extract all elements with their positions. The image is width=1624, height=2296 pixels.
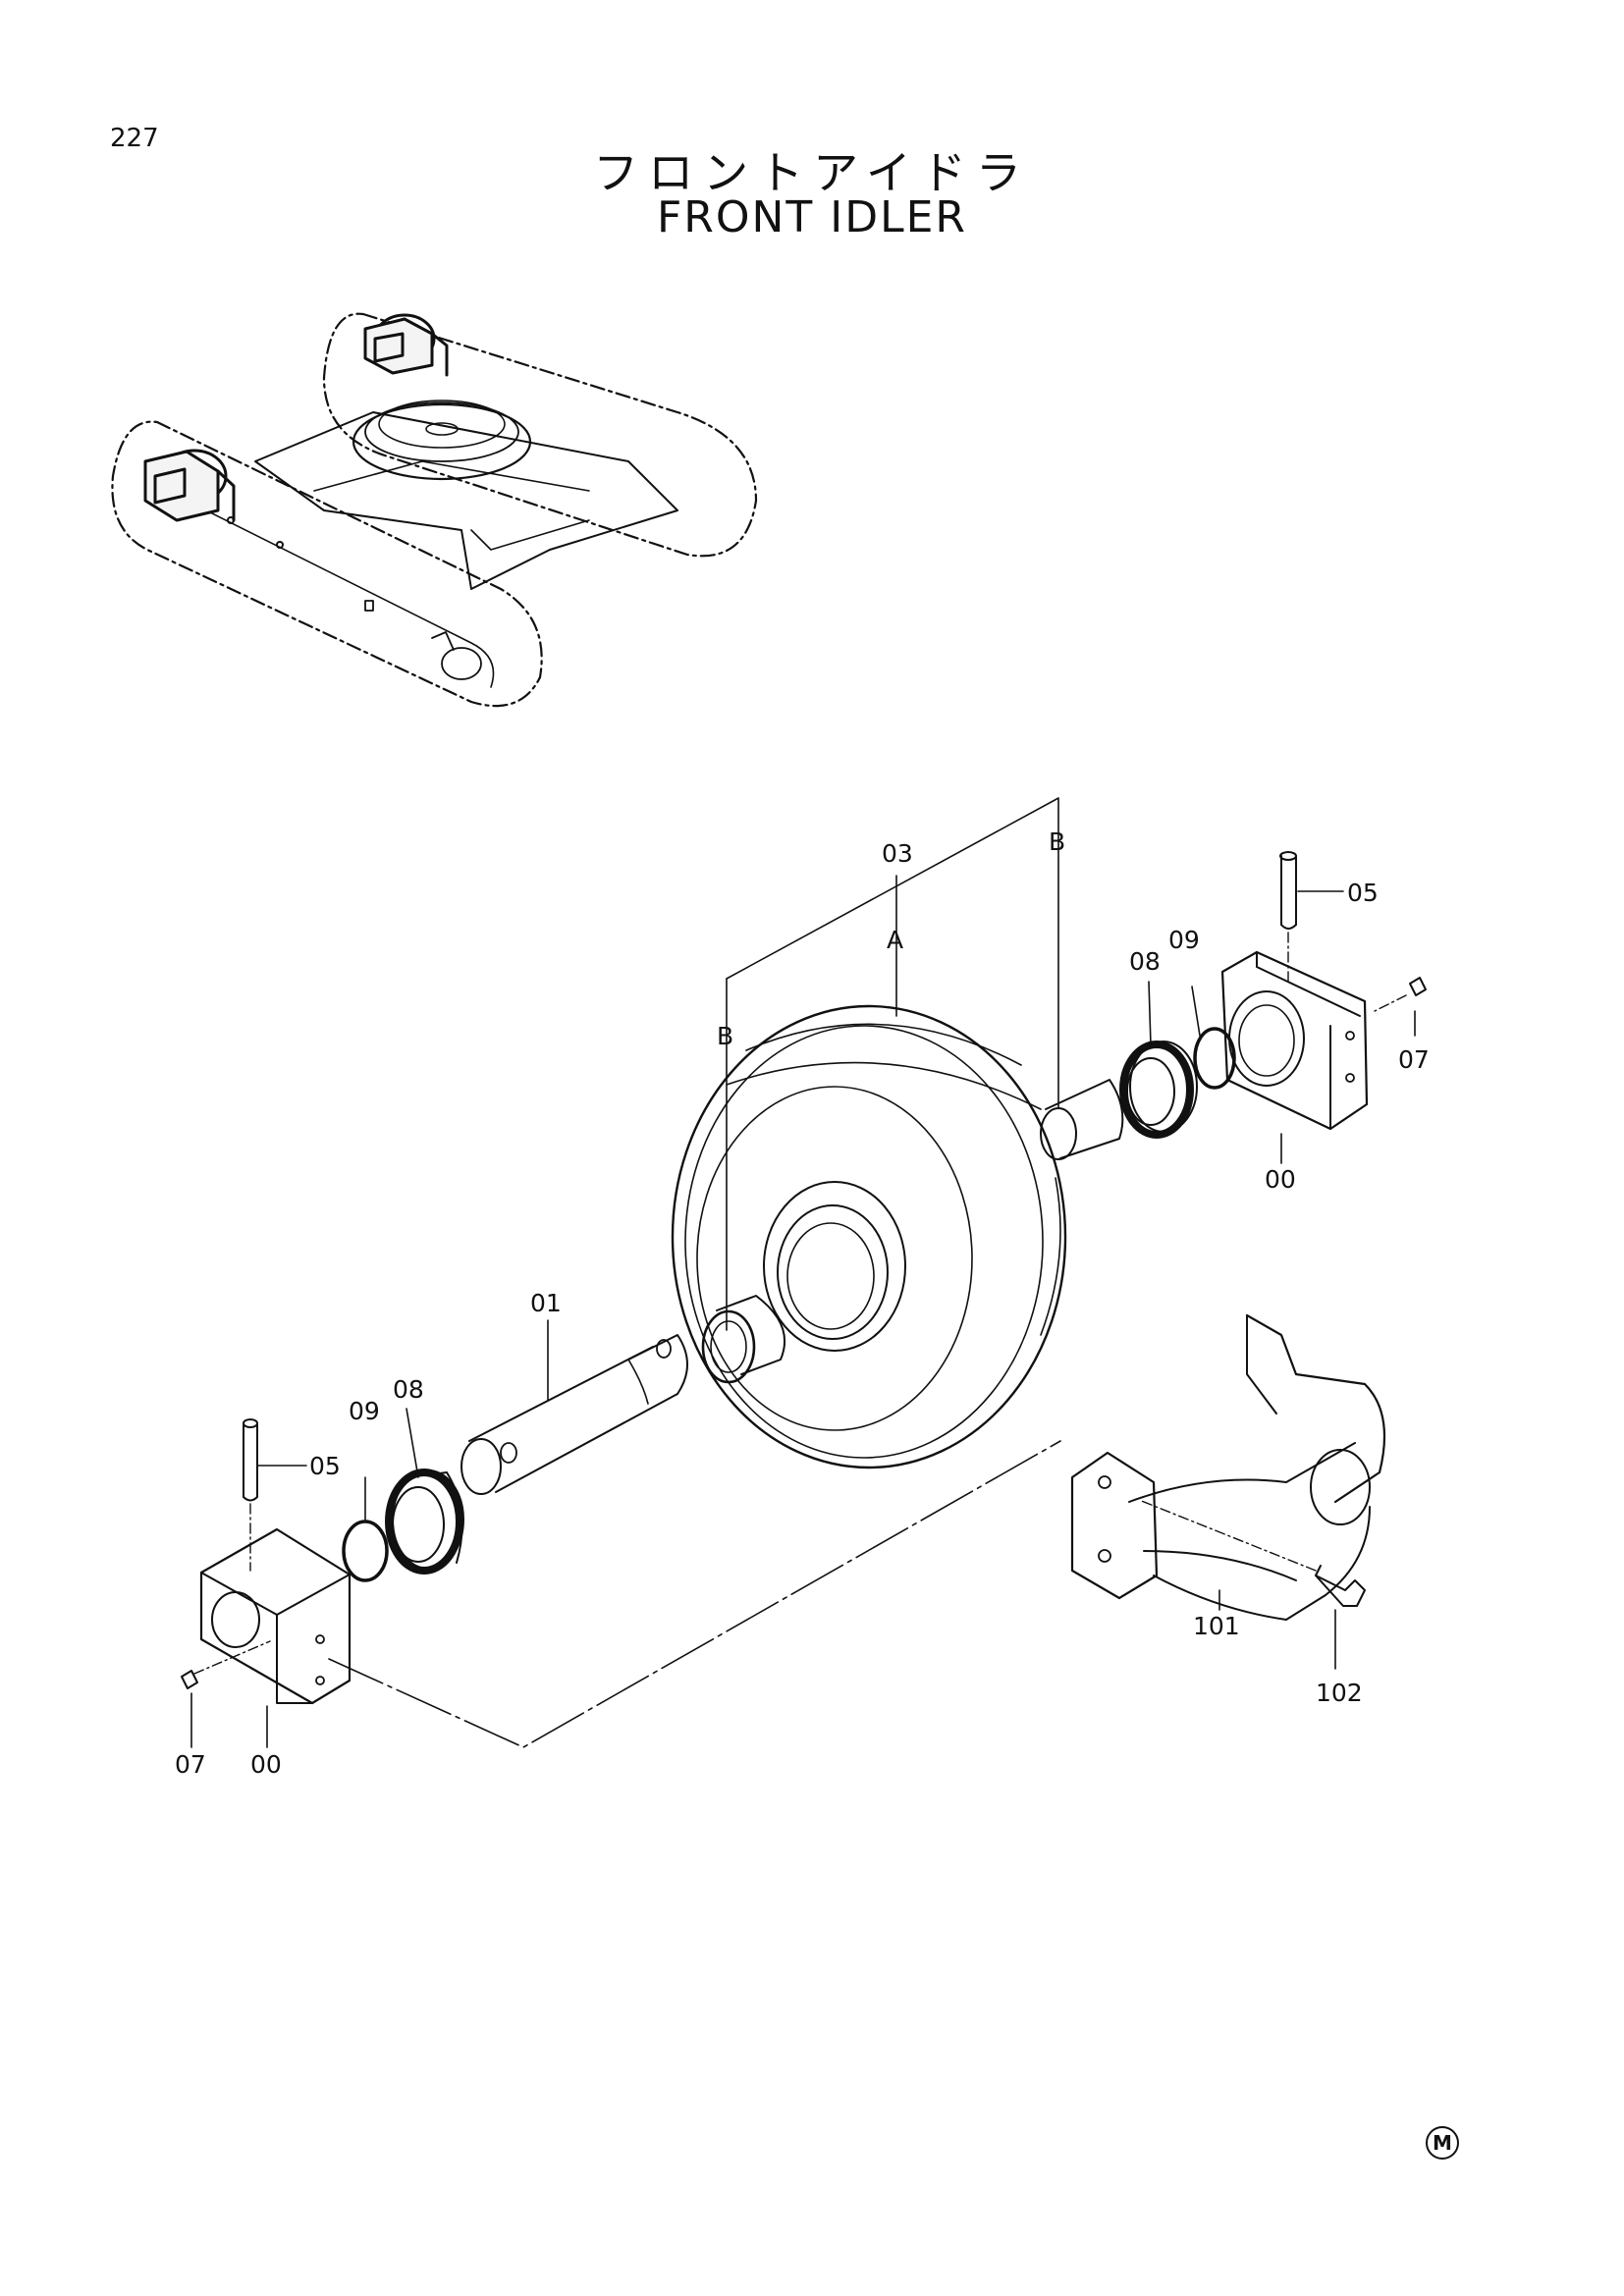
left-bracket-group	[181, 1418, 352, 1705]
title-japanese: フロントアイドラ	[593, 146, 1031, 199]
page-number: 227	[110, 124, 159, 153]
yoke-group	[1070, 1313, 1386, 1621]
callout-idler-wheel: 03	[882, 839, 913, 868]
assembly-lines	[328, 797, 1061, 1748]
callout-yoke: 101	[1193, 1612, 1240, 1640]
left-seal-group	[342, 1468, 464, 1582]
callout-pin-left: 05	[309, 1452, 341, 1480]
callout-ref-b-right: B	[1049, 828, 1065, 856]
right-bracket-group	[1220, 851, 1427, 1131]
title-english: FRONT IDLER	[656, 192, 968, 242]
idler-shaft	[460, 1334, 688, 1495]
callout-labels: 03 A B B 05 09 08 07 00 01 08 09 05 101 …	[175, 828, 1430, 1779]
callout-plug-left: 07	[175, 1750, 206, 1779]
callout-bracket-right: 00	[1265, 1165, 1296, 1194]
right-seal-group	[1040, 1027, 1236, 1160]
leader-lines	[190, 890, 1416, 1748]
callout-pin-right: 05	[1347, 879, 1379, 907]
callout-bolt: 102	[1316, 1679, 1363, 1707]
idler-wheel	[671, 1004, 1067, 1469]
callout-oring-right: 09	[1168, 926, 1200, 954]
callout-seal-right: 08	[1129, 947, 1161, 976]
callout-shaft: 01	[530, 1289, 562, 1317]
callout-ref-b-left: B	[717, 1022, 733, 1050]
callout-plug-right: 07	[1398, 1045, 1430, 1074]
callout-bracket-left: 00	[250, 1750, 282, 1779]
callout-seal-left: 08	[393, 1375, 424, 1404]
corner-mark: M	[1426, 2126, 1459, 2160]
callout-oring-left: 09	[349, 1397, 380, 1425]
callout-ref-a: A	[887, 926, 903, 954]
undercarriage-overview	[111, 312, 758, 708]
